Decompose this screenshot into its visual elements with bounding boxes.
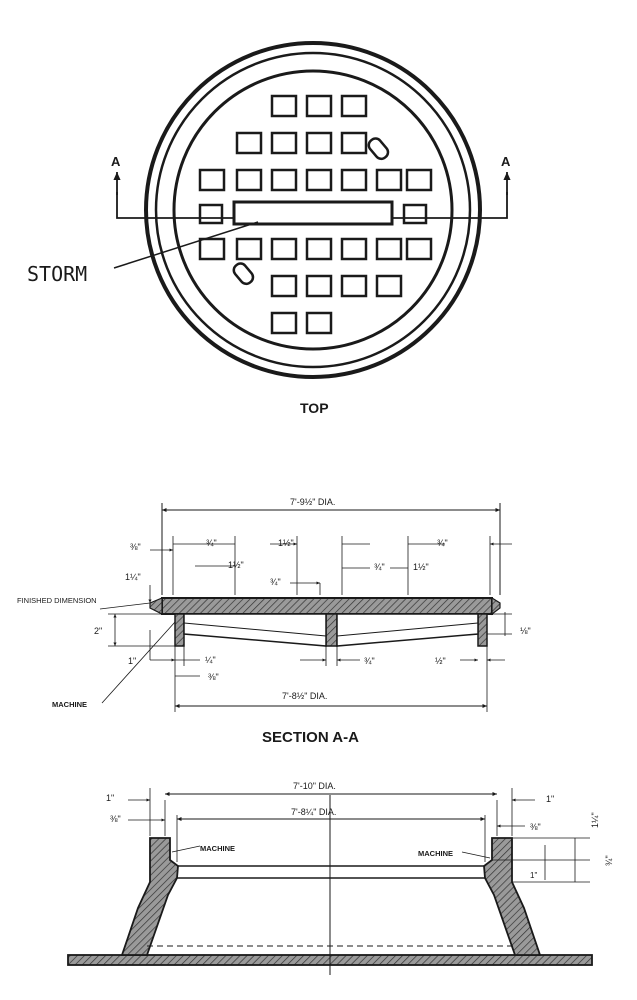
grate-opening bbox=[270, 94, 298, 118]
grate-opening bbox=[375, 237, 403, 261]
grate-opening bbox=[340, 237, 368, 261]
grate-opening bbox=[340, 131, 368, 155]
storm-slot bbox=[232, 200, 394, 226]
center-rib bbox=[325, 613, 338, 647]
grate-opening bbox=[198, 237, 226, 261]
dim-two: 2" bbox=[94, 626, 102, 636]
dim-bottom-dia: 7'-8½" DIA. bbox=[282, 691, 327, 701]
grate-opening bbox=[235, 168, 263, 192]
top-view-title: TOP bbox=[300, 400, 329, 416]
dim-1-1-2-b: 1½" bbox=[278, 538, 294, 548]
frame-wall-right bbox=[483, 837, 542, 956]
section-line-right bbox=[392, 192, 508, 219]
dim-3-4-c: ¾" bbox=[437, 538, 448, 548]
frame-dim-1-small: 1" bbox=[530, 871, 537, 880]
dim-1-2-bottom-right: ½" bbox=[435, 656, 446, 666]
frame-ring-circle bbox=[154, 51, 472, 369]
frame-dim-inner-dia: 7'-8¼" DIA. bbox=[291, 807, 336, 817]
frame-dim-3-8-left: ⅜" bbox=[110, 814, 121, 824]
grate-opening bbox=[375, 168, 403, 192]
dim-3-4-small: ¾" bbox=[270, 577, 281, 587]
grate-opening bbox=[305, 237, 333, 261]
section-marker-left: A bbox=[111, 154, 121, 169]
dim-one-quarter-left: 1¼" bbox=[125, 572, 141, 582]
skirt-right bbox=[477, 613, 488, 647]
lift-slot-left bbox=[232, 262, 255, 286]
machine-label-frame-left: MACHINE bbox=[200, 844, 235, 853]
grate-opening bbox=[305, 94, 333, 118]
grate-opening bbox=[340, 168, 368, 192]
grate-opening bbox=[405, 168, 433, 192]
dim-3-4-b: ¾" bbox=[374, 562, 385, 572]
storm-leader-line bbox=[113, 221, 259, 269]
grate-opening bbox=[270, 274, 298, 298]
grate-opening bbox=[270, 168, 298, 192]
grate-opening bbox=[270, 131, 298, 155]
frame-dim-1-1-4-vert: 1¼" bbox=[590, 812, 600, 828]
cover-plate-left-bevel bbox=[149, 597, 163, 615]
grate-opening bbox=[375, 274, 403, 298]
finished-dimension-label: FINISHED DIMENSION bbox=[17, 596, 97, 605]
grate-opening bbox=[305, 131, 333, 155]
grate-opening bbox=[270, 237, 298, 261]
dim-three-eighths: ⅜" bbox=[130, 542, 141, 552]
frame-dim-top-dia: 7'-10" DIA. bbox=[293, 781, 336, 791]
dim-1-4-bottom: ¼" bbox=[205, 655, 216, 665]
top-view: A A STORM TOP bbox=[27, 41, 511, 416]
frame-dim-1-left: 1" bbox=[106, 793, 114, 803]
machine-label-section: MACHINE bbox=[52, 700, 87, 709]
skirt-left bbox=[174, 613, 185, 647]
cover-grid bbox=[198, 94, 433, 335]
frame-wall-left bbox=[120, 837, 179, 956]
grate-opening bbox=[305, 168, 333, 192]
dim-1-1-2-a: 1½" bbox=[228, 560, 244, 570]
grate-opening bbox=[340, 274, 368, 298]
grate-opening bbox=[235, 131, 263, 155]
grate-opening bbox=[235, 237, 263, 261]
cover-plate-right-bevel bbox=[491, 596, 501, 616]
grate-opening bbox=[340, 94, 368, 118]
cover-circle bbox=[172, 69, 454, 351]
grate-opening bbox=[198, 168, 226, 192]
section-view: 7'-9½" DIA. ⅜" 1¼" ¾" 1½" 1½" ¾" ¾" 1½" … bbox=[17, 497, 531, 746]
grate-opening bbox=[198, 203, 224, 225]
storm-label: STORM bbox=[27, 262, 87, 286]
cover-plate-section bbox=[161, 597, 493, 615]
grate-opening bbox=[305, 311, 333, 335]
section-view-title: SECTION A-A bbox=[262, 729, 359, 746]
grate-opening bbox=[270, 311, 298, 335]
grate-opening bbox=[402, 203, 428, 225]
outer-rim-circle bbox=[144, 41, 482, 379]
lift-slot-right bbox=[367, 137, 390, 161]
grate-opening bbox=[305, 274, 333, 298]
machine-label-frame-right: MACHINE bbox=[418, 849, 453, 858]
grate-opening bbox=[405, 237, 433, 261]
dim-top-dia: 7'-9½" DIA. bbox=[290, 497, 335, 507]
section-line-left bbox=[116, 192, 234, 219]
dim-3-4-bottom-mid: ¾" bbox=[364, 656, 375, 666]
dim-3-4-a: ¾" bbox=[206, 538, 217, 548]
dim-1-8-right: ⅛" bbox=[520, 626, 531, 636]
dim-3-8-bottom: ⅜" bbox=[208, 672, 219, 682]
dim-1-1-2-c: 1½" bbox=[413, 562, 429, 572]
frame-dim-3-8-right: ⅜" bbox=[530, 822, 541, 832]
frame-view: 7'-10" DIA. 7'-8¼" DIA. 1" ⅜" 1" ⅜" 1¼" … bbox=[67, 781, 614, 975]
dim-one: 1" bbox=[128, 656, 136, 666]
frame-dim-3-4-vert: ¾" bbox=[604, 855, 614, 866]
section-marker-right: A bbox=[501, 154, 511, 169]
frame-dim-1-right: 1" bbox=[546, 794, 554, 804]
